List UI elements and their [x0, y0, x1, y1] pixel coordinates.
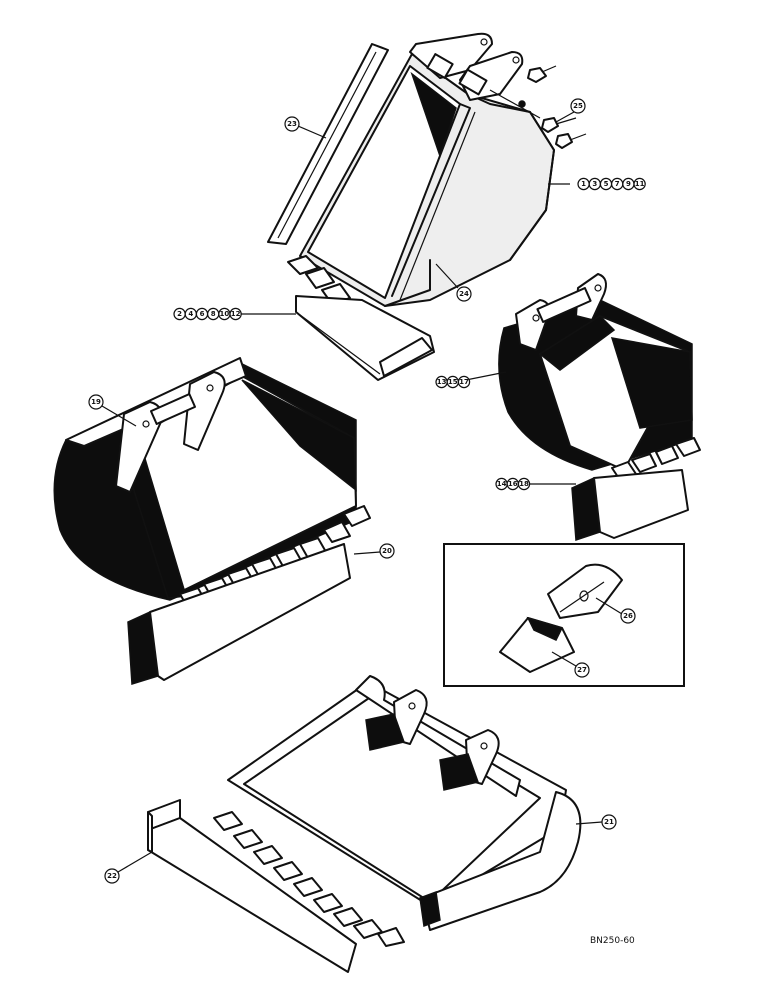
callout-21: 21 — [601, 814, 617, 830]
callout-chain-label: 1 — [581, 180, 586, 188]
callout-20-label: 20 — [382, 547, 392, 555]
callout-chain-label: 7 — [615, 180, 620, 188]
callout-chain-label: 17 — [459, 378, 469, 386]
callout-chain-circle — [457, 375, 471, 389]
callout-chain-label: 15 — [448, 378, 458, 386]
tooth-point — [547, 563, 623, 619]
callout-25: 25 — [570, 98, 586, 114]
callout-chain-label: 16 — [508, 480, 518, 488]
callout-chain-label: 14 — [497, 480, 507, 488]
callout-26: 26 — [620, 608, 636, 624]
callout-chain-label: 6 — [200, 310, 205, 318]
top-bucket-body — [299, 53, 555, 307]
callout-24-label: 24 — [459, 290, 469, 298]
narrow-bucket-assembly — [498, 273, 701, 542]
callout-23-label: 23 — [287, 120, 297, 128]
callout-chain-label: 2 — [177, 310, 182, 318]
top-bucket-hardware — [489, 65, 587, 149]
flat-bucket-assembly — [147, 675, 582, 973]
narrow-bucket-tooth-guard — [571, 469, 689, 542]
callout-27-label: 27 — [577, 666, 587, 674]
callout-chain-circle — [517, 477, 531, 491]
wide-bucket-ears — [115, 371, 226, 493]
callout-27: 27 — [574, 662, 590, 678]
top-bucket-assembly — [267, 32, 587, 381]
callout-22: 22 — [104, 868, 120, 884]
callout-chain-label: 9 — [626, 180, 631, 188]
callout-chain-label: 12 — [231, 310, 241, 318]
callout-19-label: 19 — [91, 398, 101, 406]
callout-chain-label: 13 — [437, 378, 447, 386]
callout-chain-label: 11 — [635, 180, 645, 188]
callout-23: 23 — [284, 116, 300, 132]
callout-20: 20 — [379, 543, 395, 559]
tooth-adapter — [499, 616, 575, 673]
callout-26-label: 26 — [623, 612, 633, 620]
callout-chain-circle — [229, 307, 242, 321]
wide-bucket-tooth-guard — [127, 543, 351, 685]
tooth-detail-inset — [443, 543, 685, 687]
callout-chain-label: 3 — [592, 180, 597, 188]
wide-bucket-assembly — [53, 357, 371, 685]
callout-21-label: 21 — [604, 818, 614, 826]
callout-chain-label: 8 — [211, 310, 216, 318]
flat-bucket-ears — [365, 689, 500, 791]
top-bucket-mount-ears — [409, 32, 526, 108]
callout-22-label: 22 — [107, 872, 117, 880]
callout-chain-label: 4 — [188, 310, 193, 318]
callout-chain-label: 10 — [220, 310, 230, 318]
callout-chain-label: 5 — [604, 180, 609, 188]
side-cutter-plate — [267, 43, 389, 245]
flat-bucket-tooth-guard — [147, 799, 357, 973]
callout-chain-label: 18 — [519, 480, 529, 488]
flat-bucket-teeth — [213, 811, 441, 947]
callout-19: 19 — [88, 394, 104, 410]
callout-chain-circle — [633, 177, 646, 191]
callout-24: 24 — [456, 286, 472, 302]
figure-reference-code: BN250-60 — [590, 936, 635, 946]
callout-25-label: 25 — [573, 102, 583, 110]
top-bucket-tooth-shroud — [295, 295, 435, 381]
